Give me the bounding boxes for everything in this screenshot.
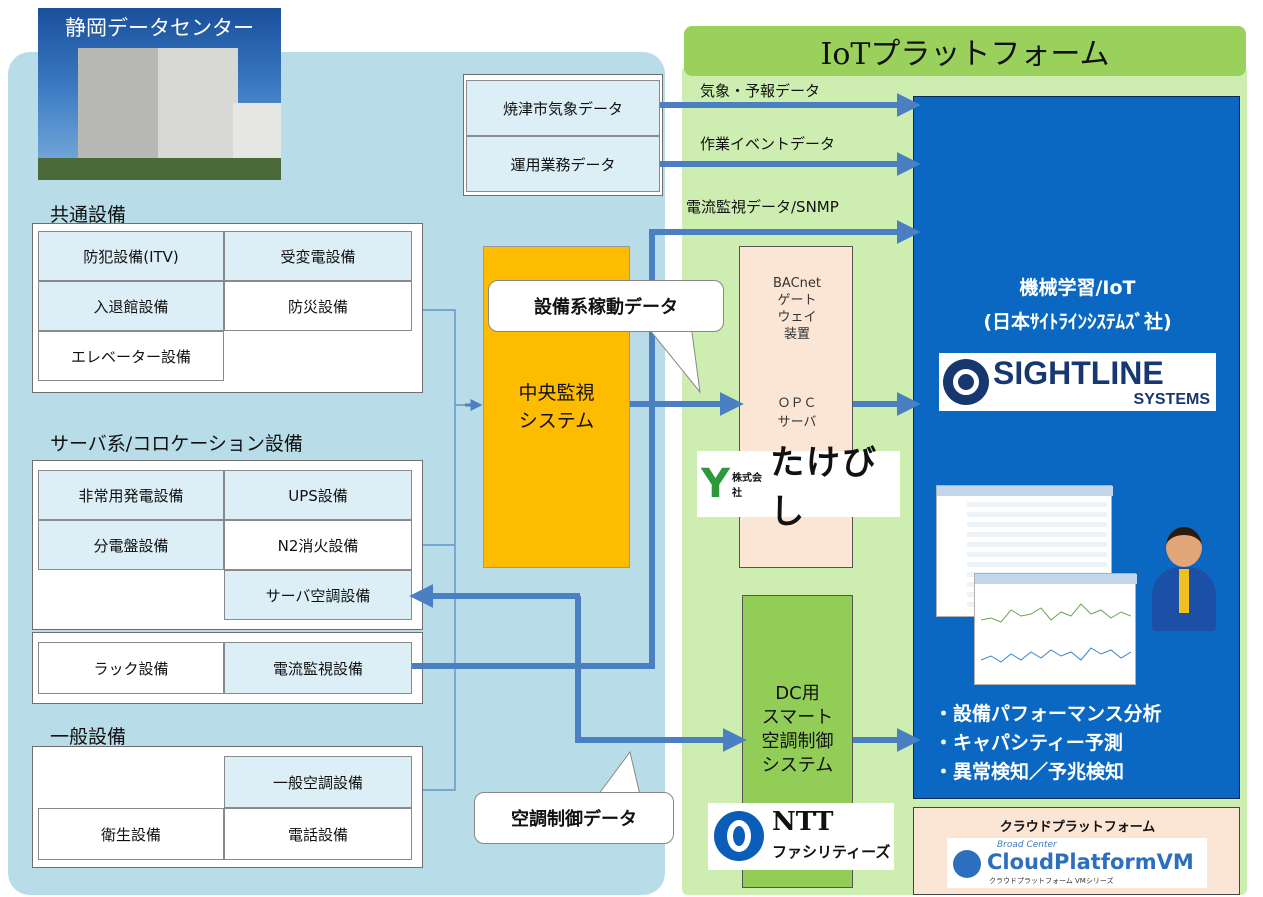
flow-label-current: 電流監視データ/SNMP (686, 198, 839, 216)
cloudplatform-logo: Broad Center CloudPlatformVM クラウドプラットフォー… (947, 838, 1207, 888)
dashboard-mini-chart (981, 603, 1131, 663)
ntt-line-1: NTT (772, 807, 834, 837)
sightline-sub: SYSTEMS (1133, 391, 1210, 408)
cloud-name: CloudPlatformVM (987, 850, 1194, 874)
datacenter-photo: 静岡データセンター (38, 8, 281, 180)
equipment-entry-exit: 入退館設備 (38, 281, 224, 331)
building-shadow (78, 48, 158, 173)
takebishi-logo: Y 株式会社 たけびし (697, 443, 900, 532)
user-avatar-icon (1152, 527, 1218, 633)
ml-title: 機械学習/IoT (1019, 277, 1136, 299)
ml-bullet-3: ・異常検知／予兆検知 (934, 761, 1125, 783)
cloud-series: クラウドプラットフォーム VMシリーズ (989, 877, 1114, 885)
callout-ac-control-data: 空調制御データ (474, 792, 674, 844)
sightline-mark-icon (943, 359, 989, 405)
equipment-server-ac: サーバ空調設備 (224, 570, 412, 620)
equipment-ups: UPS設備 (224, 470, 412, 520)
bacnet-line-1: BACnet (773, 276, 821, 291)
equipment-disaster-prevention: 防災設備 (224, 281, 412, 331)
takebishi-prefix: 株式会社 (731, 473, 762, 499)
equipment-telephone: 電話設備 (224, 808, 412, 860)
section-title-general: 一般設備 (50, 726, 127, 748)
callout-equipment-data: 設備系稼動データ (488, 280, 724, 332)
bacnet-line-3: ウェイ (777, 310, 817, 325)
equipment-rack: ラック設備 (38, 642, 224, 694)
ntt-mark-icon (714, 811, 764, 861)
equipment-n2-extinguisher: N2消火設備 (224, 520, 412, 570)
cloud-platform-header: クラウドプラットフォーム (999, 820, 1156, 835)
ntt-facilities-logo: NTT ファシリティーズ (708, 803, 894, 870)
sightline-name: SIGHTLINE (993, 355, 1164, 391)
tree-line (38, 158, 281, 180)
iot-platform-title: IoTプラットフォーム (684, 26, 1246, 76)
ml-bullet-1: ・設備パフォーマンス分析 (934, 703, 1162, 725)
equipment-distribution-board: 分電盤設備 (38, 520, 224, 570)
section-title-common: 共通設備 (50, 204, 127, 226)
central-monitoring-label: 中央監視 システム (518, 382, 595, 432)
machine-learning-box: 機械学習/IoT (日本ｻｲﾄﾗｲﾝｼｽﾃﾑｽﾞ社) SIGHTLINE SYS… (913, 96, 1240, 799)
cloud-people-icon (953, 850, 981, 878)
bacnet-line-2: ゲート (777, 293, 817, 308)
equipment-current-monitor: 電流監視設備 (224, 642, 412, 694)
equipment-elevator: エレベーター設備 (38, 331, 224, 381)
section-title-server: サーバ系/コロケーション設備 (50, 433, 303, 455)
ntt-line-2: ファシリティーズ (772, 843, 891, 861)
equipment-sanitation: 衛生設備 (38, 808, 224, 860)
ml-bullet-2: ・キャパシティー予測 (934, 732, 1123, 754)
flow-label-work-events: 作業イベントデータ (700, 135, 836, 153)
opc-line-1: ＯＰＣ (777, 396, 817, 411)
cloud-small-label: Broad Center (997, 840, 1057, 850)
operations-data-source: 運用業務データ (466, 136, 660, 192)
cloud-platform-box: クラウドプラットフォーム Broad Center CloudPlatformV… (913, 807, 1240, 895)
equipment-general-ac: 一般空調設備 (224, 756, 412, 808)
dc-smart-ac-label: DC用 スマート 空調制御 システム (761, 683, 834, 776)
opc-line-2: サーバ (777, 415, 817, 430)
takebishi-sprout-icon: Y (701, 461, 730, 507)
flow-label-weather: 気象・予報データ (700, 82, 821, 100)
ml-subtitle: (日本ｻｲﾄﾗｲﾝｼｽﾃﾑｽﾞ社) (983, 311, 1172, 333)
weather-data-source: 焼津市気象データ (466, 80, 660, 136)
bacnet-line-4: 装置 (783, 327, 810, 342)
takebishi-name: たけびし (770, 443, 879, 532)
equipment-substation: 受変電設備 (224, 231, 412, 281)
equipment-itv: 防犯設備(ITV) (38, 231, 224, 281)
dashboard-chart-screenshot (974, 573, 1137, 685)
datacenter-title: 静岡データセンター (65, 16, 254, 40)
sightline-logo: SIGHTLINE SYSTEMS (939, 353, 1216, 411)
equipment-generator: 非常用発電設備 (38, 470, 224, 520)
